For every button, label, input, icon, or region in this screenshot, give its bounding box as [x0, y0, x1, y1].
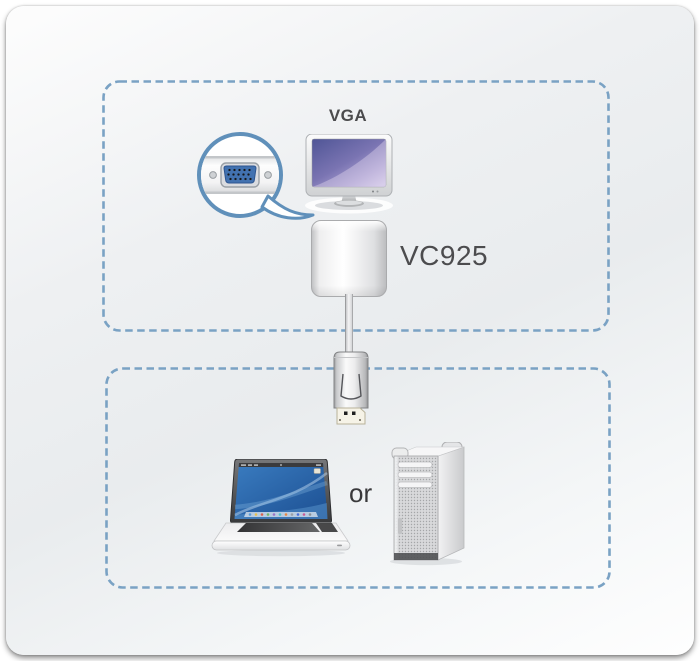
vc925-adapter-body	[311, 220, 387, 297]
magnifier-callout-tail	[260, 194, 315, 220]
vga-screw-left	[209, 171, 217, 179]
displayport-connector-icon	[333, 351, 369, 425]
laptop-menu-items	[241, 464, 321, 466]
laptop-shadow	[217, 549, 345, 557]
vga-label: VGA	[328, 106, 368, 125]
monitor-base-highlight	[336, 200, 362, 205]
laptop-indicator	[337, 544, 342, 547]
laptop-reflection-wedge	[316, 523, 338, 532]
dp-plug-mark-left	[339, 419, 341, 421]
or-label: or	[349, 478, 373, 508]
panel-strip-bottom-edge	[201, 191, 279, 194]
vga-port-blue-insert	[223, 165, 257, 184]
monitor-power-dot	[376, 190, 379, 193]
laptop-wallpaper-swirl-1	[234, 471, 328, 517]
monitor-screen-sheen	[312, 139, 386, 187]
tower-power-button-strip	[398, 518, 402, 534]
dp-plug-pin-2	[352, 411, 356, 415]
tower-drive-bay-2	[397, 471, 433, 478]
laptop-icon	[211, 459, 351, 557]
laptop-keyboard-reflection	[237, 523, 320, 532]
tower-front-grille	[393, 455, 439, 561]
display-zone-dashed-border	[102, 80, 610, 332]
desktop-tower-icon	[390, 442, 465, 566]
laptop-front-edge	[211, 540, 351, 551]
vga-port-pins	[227, 168, 252, 181]
adapter-cable	[345, 294, 353, 354]
tower-drive-bay-3	[397, 481, 433, 488]
model-label: VC925	[400, 240, 489, 271]
laptop-dock-icons	[248, 513, 312, 516]
vga-screw-right	[264, 171, 272, 179]
vga-monitor-icon	[305, 134, 393, 214]
laptop-wallpaper-swirl-2	[234, 480, 328, 510]
dp-plug	[336, 407, 366, 425]
laptop-desktop-icon	[313, 468, 321, 474]
tower-bottom-vent	[394, 553, 438, 560]
display-zone-box	[102, 80, 610, 332]
tower-drive-bay-1	[397, 461, 433, 468]
dp-plug-mark-right	[359, 419, 361, 421]
diagram-card-background: VGA	[6, 6, 694, 655]
tower-front-edge-highlight	[394, 456, 398, 560]
tower-side-panel	[437, 446, 465, 561]
monitor-indicator-dot	[372, 190, 374, 193]
dp-plug-pin-1	[344, 411, 348, 415]
panel-strip-top-edge	[201, 156, 279, 159]
monitor-screen	[311, 138, 387, 188]
dp-logo-outline	[340, 373, 362, 400]
vga-port-magnifier-icon	[197, 132, 315, 220]
